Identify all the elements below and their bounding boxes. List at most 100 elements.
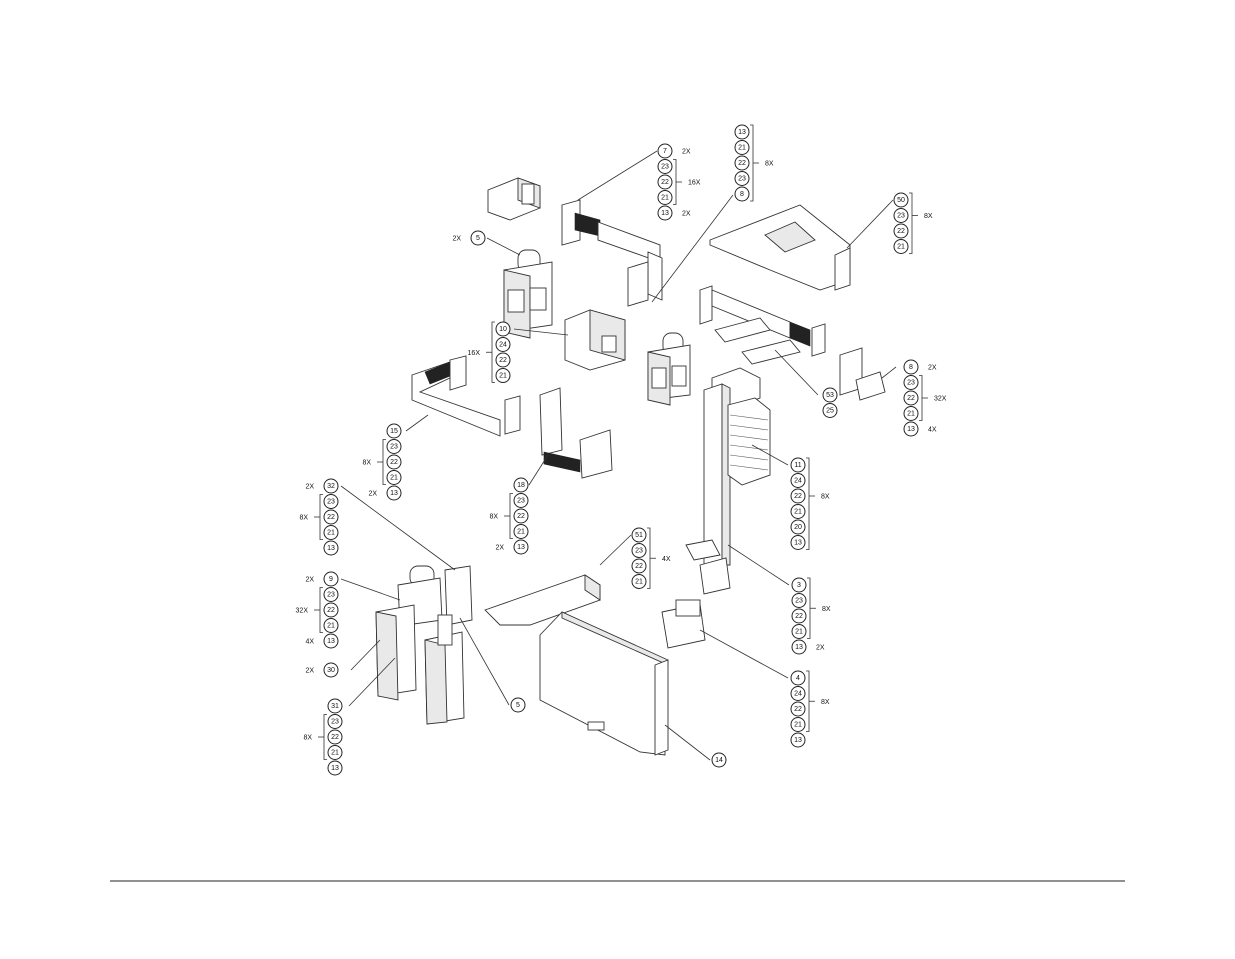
bubble-label: 22 — [794, 706, 802, 713]
item-bubble: 21 — [734, 140, 750, 155]
bubble-circle — [893, 208, 909, 223]
callout-c14: 14 — [711, 752, 727, 768]
item-bubble: 7 — [657, 143, 673, 159]
item-bubble: 21 — [323, 525, 339, 540]
bubble-label: 14 — [715, 757, 723, 764]
bubble-circle — [513, 524, 529, 539]
item-bubble: 13 — [791, 639, 807, 655]
bubble-label: 9 — [329, 576, 333, 583]
bubble-circle — [657, 190, 673, 205]
item-bubble: 21 — [386, 470, 402, 485]
bubble-label: 23 — [517, 498, 525, 505]
bubble-label: 24 — [499, 342, 507, 349]
item-bubble: 21 — [495, 368, 511, 383]
bubble-label: 23 — [331, 719, 339, 726]
item-bubble: 23 — [893, 208, 909, 223]
part-enclosure-14 — [539, 611, 669, 756]
quantity-label: 8X — [362, 460, 371, 467]
quantity-label: 16X — [468, 350, 481, 357]
item-bubble: 22 — [893, 223, 909, 239]
bubble-label: 8 — [909, 364, 913, 371]
bubble-label: 23 — [327, 592, 335, 599]
item-bubble: 53 — [822, 387, 838, 403]
item-bubble: 10 — [495, 321, 511, 337]
bubble-circle — [386, 423, 402, 439]
item-bubble: 8 — [734, 186, 750, 202]
bubble-label: 23 — [738, 176, 746, 183]
quantity-bracket — [319, 587, 323, 633]
part-bend-4 — [661, 599, 706, 649]
item-bubble: 13 — [513, 539, 529, 555]
bubble-circle — [323, 540, 339, 556]
bubble-circle — [327, 714, 343, 729]
quantity-label: 2X — [495, 545, 504, 552]
bubble-circle — [323, 509, 339, 525]
quantity-bracket — [509, 493, 513, 539]
bubble-label: 23 — [795, 598, 803, 605]
quantity-bracket — [647, 527, 651, 589]
bubble-label: 22 — [795, 613, 803, 620]
quantity-label: 8X — [303, 735, 312, 742]
bubble-label: 22 — [327, 607, 335, 614]
bubble-label: 13 — [327, 545, 335, 552]
quantity-bracket — [323, 714, 327, 760]
bubble-label: 13 — [795, 644, 803, 651]
bubble-circle — [790, 717, 806, 732]
bubble-label: 22 — [661, 179, 669, 186]
quantity-label: 8X — [489, 514, 498, 521]
bubble-label: 4 — [796, 675, 800, 682]
bubble-label: 21 — [738, 145, 746, 152]
bubble-label: 13 — [794, 540, 802, 547]
quantity-label: 8X — [924, 213, 933, 220]
bubble-circle — [893, 239, 909, 254]
bubble-label: 51 — [635, 532, 643, 539]
bubble-circle — [510, 697, 526, 713]
bubble-circle — [327, 745, 343, 760]
bubble-label: 18 — [517, 482, 525, 489]
bubble-label: 50 — [897, 197, 905, 204]
item-bubble: 8 — [903, 359, 919, 375]
item-bubble: 22 — [657, 174, 673, 190]
item-bubble: 23 — [327, 714, 343, 729]
bubble-circle — [791, 608, 807, 624]
bubble-label: 21 — [390, 475, 398, 482]
quantity-label: 8X — [821, 699, 830, 706]
bubble-circle — [790, 488, 806, 504]
item-bubble: 13 — [323, 540, 339, 556]
bubble-circle — [495, 368, 511, 383]
bubble-circle — [323, 478, 339, 494]
bubble-label: 20 — [794, 524, 802, 531]
part-mounting-plate-50 — [709, 204, 851, 291]
part-waveguide-run — [699, 285, 826, 365]
item-bubble: 23 — [734, 171, 750, 186]
item-bubble: 4 — [790, 670, 806, 686]
item-bubble: 21 — [327, 745, 343, 760]
bubble-circle — [903, 390, 919, 406]
bubble-circle — [323, 618, 339, 633]
bubble-label: 22 — [331, 734, 339, 741]
item-bubble: 50 — [893, 192, 909, 208]
bubble-label: 13 — [331, 765, 339, 772]
bubble-circle — [513, 508, 529, 524]
item-bubble: 23 — [323, 494, 339, 509]
item-bubble: 24 — [495, 337, 511, 352]
quantity-label: 2X — [816, 645, 825, 652]
bubble-label: 13 — [738, 129, 746, 136]
quantity-label: 2X — [368, 491, 377, 498]
quantity-bracket — [382, 439, 386, 485]
quantity-label: 4X — [662, 556, 671, 563]
callout-c5b: 5 — [510, 697, 526, 713]
bubble-label: 21 — [794, 722, 802, 729]
item-bubble: 21 — [657, 190, 673, 205]
bubble-label: 24 — [794, 478, 802, 485]
bubble-circle — [470, 230, 486, 246]
part-circulator-second — [647, 332, 691, 406]
bubble-circle — [631, 527, 647, 543]
